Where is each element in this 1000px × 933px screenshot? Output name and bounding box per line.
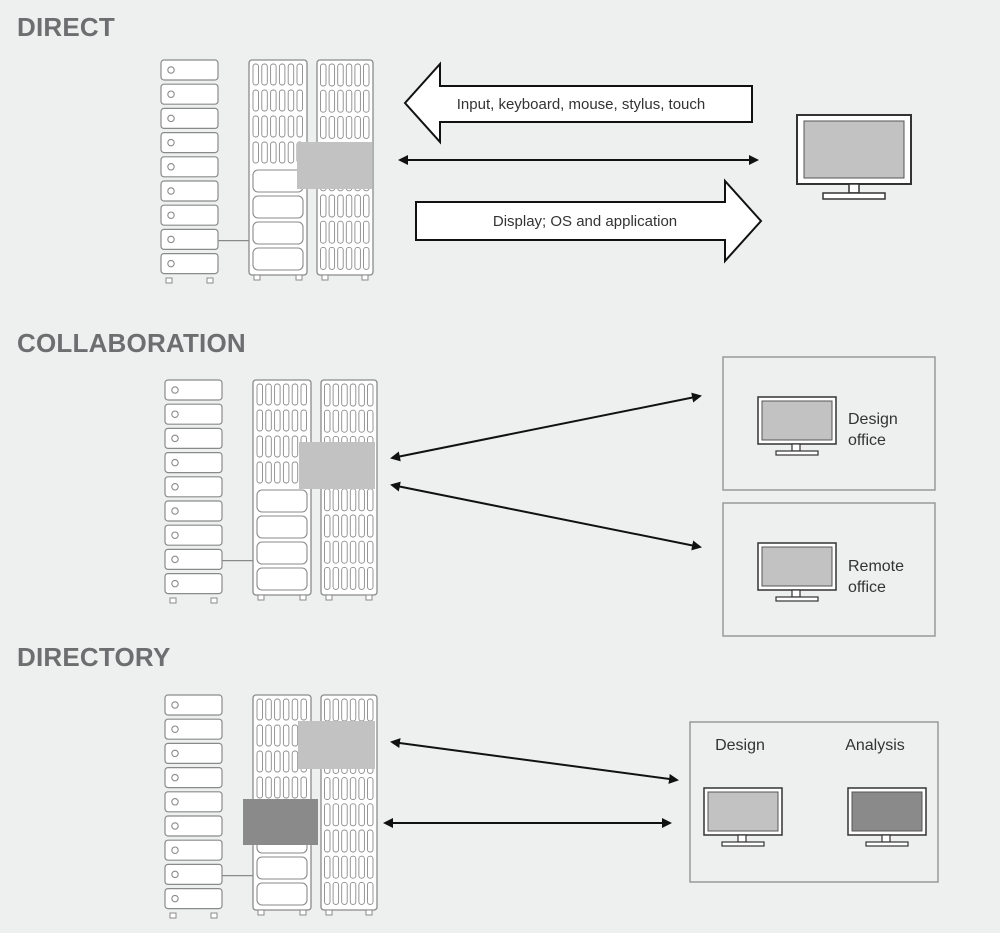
drive-led-icon	[171, 870, 179, 879]
server-tower	[252, 379, 312, 601]
analysis-client-label: Analysis	[845, 737, 905, 754]
gpu-block-dark-highlight	[243, 799, 318, 845]
design-office-box: Design office	[722, 356, 936, 491]
drive-unit	[164, 476, 223, 498]
drive-unit	[164, 524, 223, 546]
drive-unit	[160, 107, 219, 130]
gpu-block-highlight	[299, 442, 375, 489]
input-arrow: Input, keyboard, mouse, stylus, touch	[403, 61, 753, 145]
drive-led-icon	[171, 555, 179, 564]
drive-led-icon	[167, 235, 175, 244]
storage-unit-column	[164, 694, 253, 919]
drive-unit	[164, 742, 223, 765]
drive-led-icon	[171, 458, 179, 467]
drive-unit	[164, 839, 223, 861]
drive-led-icon	[167, 66, 175, 74]
drive-led-icon	[171, 894, 179, 903]
remote-office-monitor-icon	[757, 542, 837, 602]
drive-unit	[164, 379, 223, 401]
output-arrow-label: Display; OS and application	[493, 213, 677, 230]
drive-led-icon	[167, 138, 175, 147]
drive-led-icon	[171, 749, 179, 758]
directory-arrow-top	[390, 738, 679, 784]
drive-unit	[164, 718, 223, 740]
storage-unit-column	[160, 59, 249, 284]
server-rack-collaboration	[164, 379, 378, 604]
vent-cabinet	[320, 379, 378, 601]
input-arrow-label: Input, keyboard, mouse, stylus, touch	[457, 96, 705, 113]
drive-led-icon	[167, 211, 175, 219]
drive-led-icon	[171, 507, 179, 515]
remote-office-label-line2: office	[848, 579, 886, 596]
gpu-block-highlight	[297, 142, 372, 189]
drive-unit	[164, 452, 223, 474]
drive-unit	[164, 500, 223, 522]
design-office-label-line2: office	[848, 432, 886, 449]
drive-unit	[164, 427, 223, 449]
gpu-block-highlight	[298, 721, 375, 769]
drive-led-icon	[171, 386, 179, 394]
drive-unit	[160, 180, 219, 202]
drive-unit	[164, 815, 223, 837]
server-rack-directory	[164, 694, 378, 919]
drive-unit	[160, 204, 219, 226]
collab-arrow-design	[390, 392, 702, 462]
drive-unit	[164, 548, 223, 571]
analysis-client-monitor-icon	[847, 787, 927, 847]
drive-unit	[160, 228, 219, 250]
design-client-monitor-icon	[703, 787, 783, 847]
drive-led-icon	[171, 725, 179, 733]
drive-unit	[164, 572, 223, 595]
drive-led-icon	[171, 410, 179, 418]
drive-unit	[164, 887, 223, 910]
drive-led-icon	[167, 114, 175, 123]
drive-led-icon	[171, 579, 179, 588]
drive-unit	[160, 253, 219, 275]
drive-led-icon	[167, 187, 175, 195]
drive-led-icon	[167, 259, 175, 268]
design-client-label: Design	[715, 737, 765, 754]
drive-led-icon	[171, 846, 179, 854]
drive-unit	[160, 59, 219, 81]
drive-led-icon	[171, 798, 179, 806]
storage-unit-column	[164, 379, 253, 604]
drive-led-icon	[171, 701, 179, 709]
drive-led-icon	[167, 163, 175, 171]
drive-led-icon	[171, 434, 179, 443]
drive-led-icon	[171, 822, 179, 830]
drive-led-icon	[171, 483, 179, 491]
design-office-monitor-icon	[757, 396, 837, 456]
remote-office-box: Remote office	[722, 502, 936, 637]
collab-arrow-remote	[390, 481, 702, 551]
section-title-directory: DIRECTORY	[17, 642, 171, 672]
design-office-label-line1: Design	[848, 411, 898, 428]
output-arrow: Display; OS and application	[415, 178, 763, 264]
drive-unit	[164, 863, 223, 886]
drive-unit	[160, 132, 219, 154]
drive-unit	[164, 694, 223, 716]
drive-unit	[160, 156, 219, 178]
drive-unit	[164, 403, 223, 425]
drive-unit	[164, 766, 223, 789]
drive-led-icon	[171, 773, 179, 782]
remote-office-label-line1: Remote	[848, 558, 904, 575]
drive-led-icon	[171, 531, 179, 539]
drive-unit	[164, 791, 223, 813]
section-title-collaboration: COLLABORATION	[17, 328, 246, 358]
direct-monitor-icon	[796, 114, 912, 200]
drive-led-icon	[167, 90, 175, 98]
directory-client-box: Design Analysis	[689, 721, 939, 883]
section-title-direct: DIRECT	[17, 12, 115, 42]
server-tower	[248, 59, 308, 281]
server-rack-direct	[160, 59, 374, 284]
drive-unit	[160, 83, 219, 105]
